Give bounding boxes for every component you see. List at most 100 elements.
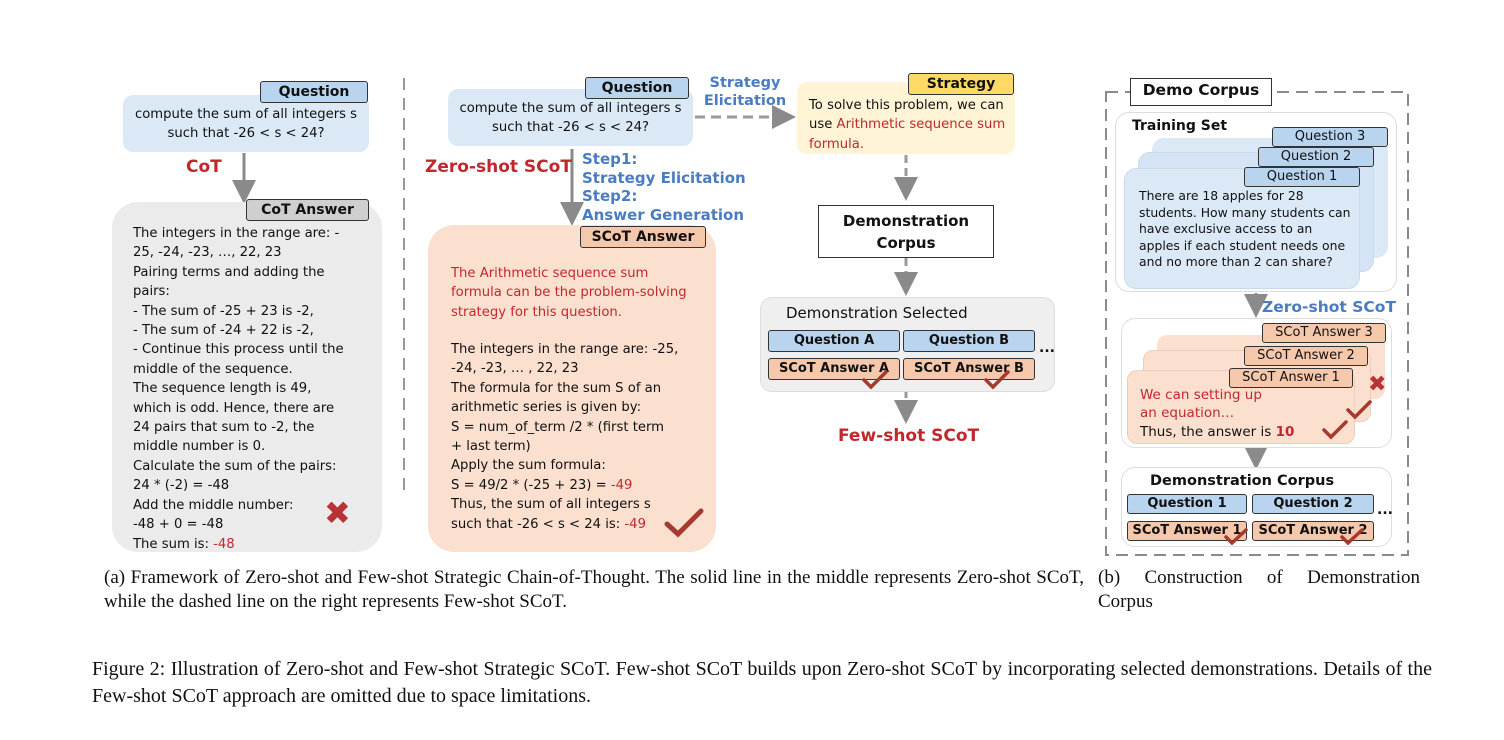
answer-final-line: Thus, the answer is 10 [1140, 424, 1294, 440]
question-1-tag: Question 1 [1244, 167, 1360, 187]
check-icon [1340, 528, 1364, 546]
cross-icon: ✖ [1368, 372, 1387, 397]
cross-icon: ✖ [324, 494, 351, 532]
panel-b-frame [1105, 91, 1409, 556]
answer-text: We can setting up an equation… [1140, 387, 1262, 421]
step1-text: Strategy Elicitation [582, 168, 746, 187]
scot-question-text: compute the sum of all integers s such t… [459, 101, 682, 136]
corpus-answer-1-tag: SCoT Answer 1 [1127, 521, 1247, 541]
selected-ellipsis: ... [1039, 340, 1055, 356]
cot-final-value: -48 [213, 536, 235, 552]
panel-b-corpus-label: Demonstration Corpus [1150, 473, 1335, 489]
answer-b-tag: SCoT Answer B [903, 358, 1035, 380]
corpus-answer-2-tag: SCoT Answer 2 [1252, 521, 1374, 541]
cot-answer-lines: The integers in the range are: -25, -24,… [133, 224, 373, 535]
cot-answer-line: Add the middle number: [133, 497, 294, 513]
corpus-ellipsis: ... [1377, 502, 1393, 518]
cot-final-prefix: The sum is: [133, 536, 214, 552]
training-set-label: Training Set [1132, 118, 1228, 134]
scot-answer-line: + last term) [451, 439, 531, 455]
check-icon [664, 508, 704, 538]
scot-formula-line: S = 49/2 * (-25 + 23) = -49 [451, 476, 701, 495]
scot-question-tag: Question [585, 77, 689, 99]
scot-answer-line: The formula for the sum S of an [451, 380, 662, 396]
question-3-tag: Question 3 [1272, 127, 1388, 147]
scot-answer-line: The integers in the range are: -25, [451, 342, 679, 357]
caption-b: (b) Construction of Demonstration Corpus [1098, 567, 1420, 612]
strategy-text: To solve this problem, we can use Arithm… [809, 96, 1009, 154]
demonstration-corpus-box [818, 205, 994, 258]
scot-answer-line: -24, -23, … , 22, 23 [451, 361, 579, 377]
cot-answer-line: middle of the sequence. [133, 361, 293, 377]
check-icon [984, 370, 1010, 390]
steps-label: Step1: Strategy Elicitation Step2: Answe… [582, 150, 746, 224]
cot-answer-line: - The sum of -24 + 22 is -2, [133, 323, 314, 339]
cot-answer-line: -48 + 0 = -48 [133, 517, 224, 533]
scot-strategy-text: The Arithmetic sequence sum formula can … [451, 266, 687, 320]
step2-text: Answer Generation [582, 205, 745, 224]
scot-answer-line: Apply the sum formula: [451, 458, 606, 474]
scot-final-line1: Thus, the sum of all integers s [451, 497, 651, 513]
question-b-tag: Question B [903, 330, 1035, 352]
demonstration-corpus-label: Demonstration Corpus [842, 212, 970, 252]
cot-label: CoT [186, 157, 222, 177]
cot-answer-tag: CoT Answer [246, 199, 369, 221]
strategy-prefix: To solve this problem, we can use [809, 98, 1004, 133]
question-2-tag: Question 2 [1258, 147, 1374, 167]
cot-answer-line: Calculate the sum of the pairs: [133, 458, 337, 474]
caption-a: (a) Framework of Zero-shot and Few-shot … [104, 567, 1084, 612]
demo-corpus-title-box [1130, 78, 1272, 106]
scot-answer-3-tag: SCoT Answer 3 [1262, 323, 1386, 343]
cot-answer-line: - The sum of -25 + 23 is -2, [133, 303, 314, 319]
scot-final-prefix: such that -26 < s < 24 is: [451, 516, 625, 532]
scot-answer-1-tag: SCoT Answer 1 [1229, 368, 1353, 388]
scot-final-line2: such that -26 < s < 24 is: -49 [451, 515, 701, 534]
scot-final-value: -49 [624, 516, 646, 532]
demonstration-selected-label: Demonstration Selected [786, 304, 968, 322]
answer-final-value: 10 [1275, 424, 1295, 440]
cot-final-line: The sum is: -48 [133, 535, 373, 554]
check-icon [862, 370, 888, 390]
cot-answer-line: which is odd. Hence, there are [133, 400, 335, 416]
zero-shot-scot-label: Zero-shot SCoT [425, 157, 572, 177]
scot-answer-2-tag: SCoT Answer 2 [1244, 346, 1368, 366]
strategy-highlight: Arithmetic sequence sum formula. [809, 117, 1006, 152]
training-card-1 [1124, 168, 1360, 289]
scot-answer-tag: SCoT Answer [580, 226, 706, 248]
cot-answer-line: 24 pairs that sum to -2, the [133, 420, 315, 436]
few-shot-scot-label: Few-shot SCoT [838, 426, 980, 446]
cot-answer-line: - Continue this process until the [133, 342, 344, 358]
scot-formula-prefix: S = 49/2 * (-25 + 23) = [451, 477, 611, 493]
cot-answer-line: 25, -24, -23, …, 22, 23 [133, 245, 282, 261]
scot-answer-lines: The integers in the range are: -25, -24, … [451, 340, 701, 476]
training-question-text: There are 18 apples for 28 students. How… [1139, 188, 1351, 270]
cot-answer-line: middle number is 0. [133, 439, 266, 455]
scot-answer-line: S = num_of_term /2 * (first term [451, 419, 665, 435]
check-icon [1322, 420, 1348, 440]
cot-answer-text: The integers in the range are: -25, -24,… [133, 224, 373, 554]
figure-caption: Figure 2: Illustration of Zero-shot and … [92, 658, 1432, 707]
corpus-question-1-tag: Question 1 [1127, 494, 1247, 514]
cot-answer-box [112, 202, 382, 552]
cot-answer-line: pairs: [133, 284, 170, 300]
scot-formula-value: -49 [610, 477, 633, 493]
cot-question-text: compute the sum of all integers s such t… [134, 107, 358, 142]
answer-final-prefix: Thus, the answer is [1140, 424, 1276, 440]
step1-label: Step1: [582, 150, 638, 168]
strategy-tag: Strategy [908, 73, 1014, 95]
cot-answer-line: Pairing terms and adding the [133, 264, 325, 280]
cot-question-box [123, 95, 369, 152]
answer-a-tag: SCoT Answer A [768, 358, 900, 380]
corpus-question-2-tag: Question 2 [1252, 494, 1374, 514]
scot-answer-box [428, 225, 716, 552]
demo-corpus-title: Demo Corpus [1142, 81, 1260, 99]
cot-answer-line: The sequence length is 49, [133, 381, 312, 397]
step2-label: Step2: [582, 187, 638, 205]
scot-answer-text: The integers in the range are: -25, -24, … [451, 340, 701, 534]
scot-answer-line: arithmetic series is given by: [451, 400, 642, 416]
cot-answer-line: 24 * (-2) = -48 [133, 478, 230, 494]
check-icon [1346, 400, 1372, 420]
cot-question-tag: Question [260, 81, 368, 103]
panel-b-zero-shot-label: Zero-shot SCoT [1262, 298, 1396, 316]
